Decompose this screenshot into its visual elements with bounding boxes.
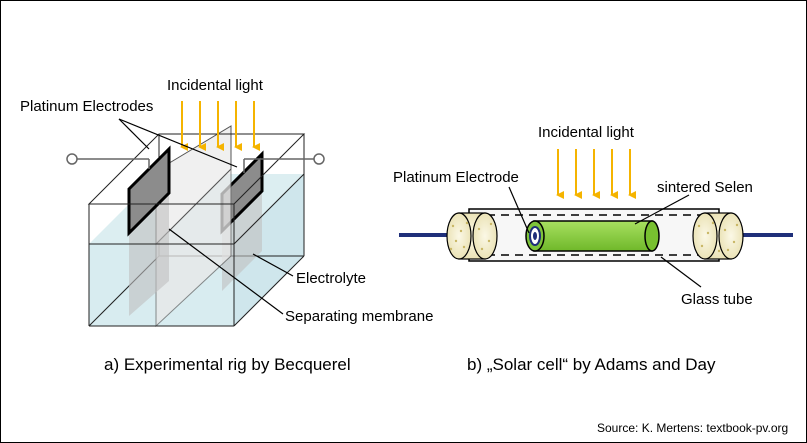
glass-tube-label: Glass tube xyxy=(681,291,753,308)
leader-lines-left xyxy=(118,118,294,315)
light-arrows-left xyxy=(180,101,260,151)
sintered-selen-label: sintered Selen xyxy=(657,179,753,196)
source-credit: Source: K. Mertens: textbook-pv.org xyxy=(597,421,788,435)
incidental-light-label-left: Incidental light xyxy=(167,77,264,94)
separating-membrane-label: Separating membrane xyxy=(285,308,433,325)
end-cap-left xyxy=(446,212,498,260)
caption-right: b) „Solar cell“ by Adams and Day xyxy=(467,355,716,374)
incidental-light-label-right: Incidental light xyxy=(538,124,635,141)
caption-left: a) Experimental rig by Becquerel xyxy=(104,355,351,374)
terminal-right xyxy=(243,153,325,173)
becquerel-rig: Incidental light Platinum Electrodes Ele… xyxy=(20,77,433,374)
electrolyte-label: Electrolyte xyxy=(296,270,366,287)
platinum-electrode-label: Platinum Electrode xyxy=(393,169,519,186)
end-cap-right xyxy=(692,212,744,260)
box-front-edges xyxy=(87,133,306,327)
electrode-right xyxy=(220,150,264,291)
adams-day-cell: Incidental light Platinum Electrode sint… xyxy=(393,124,793,374)
platinum-electrodes-label: Platinum Electrodes xyxy=(20,98,153,115)
electrode-left xyxy=(127,145,171,316)
sintered-selen xyxy=(525,220,660,252)
light-arrows-right xyxy=(556,149,636,199)
leader-lines-right xyxy=(508,186,702,288)
terminal-left xyxy=(66,153,150,169)
